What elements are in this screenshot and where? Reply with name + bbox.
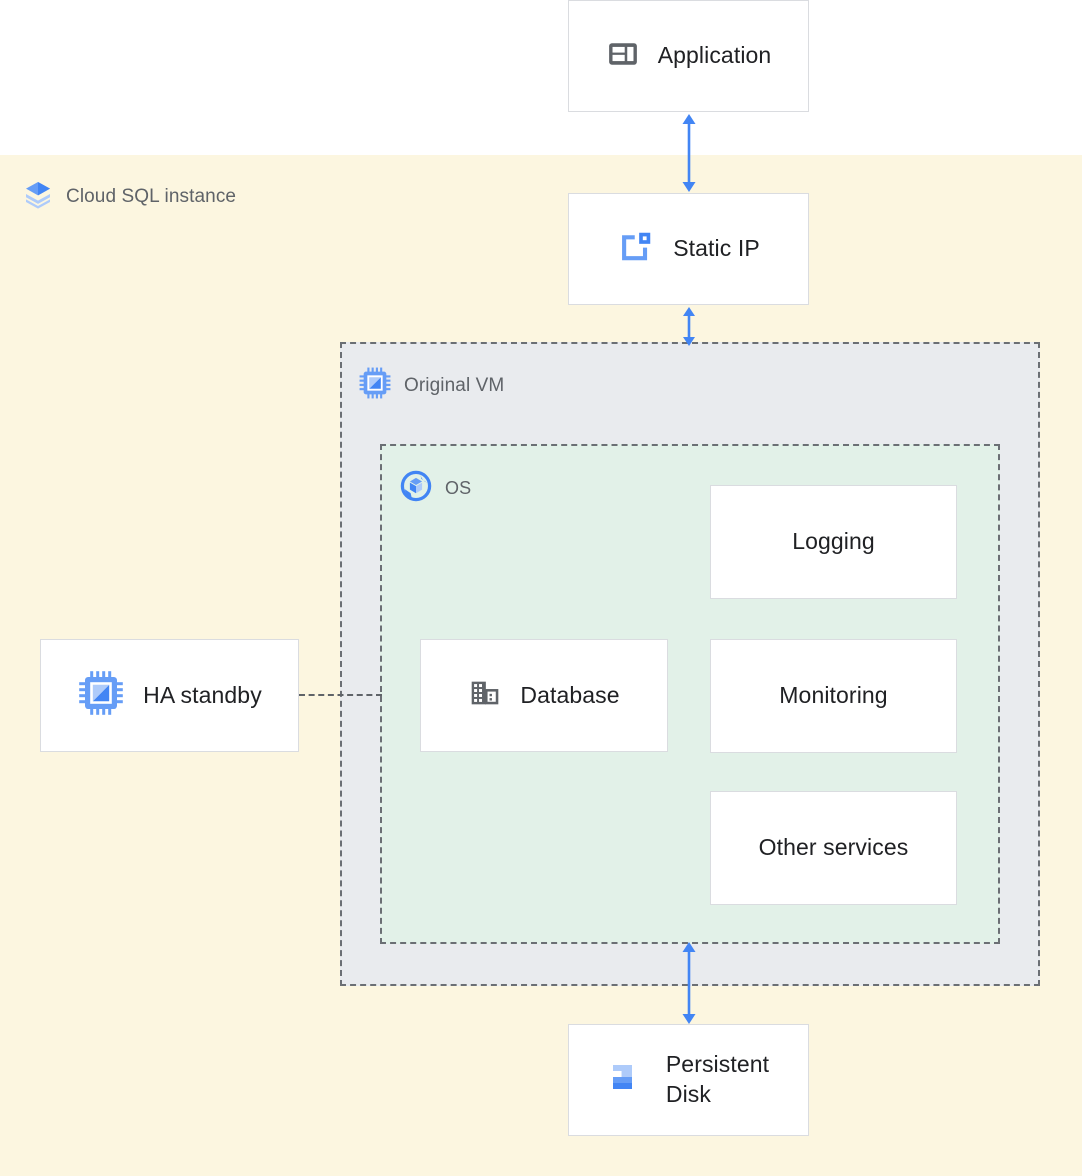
node-persistent-disk[interactable]: Persistent Disk — [568, 1024, 809, 1136]
node-ha-standby[interactable]: HA standby — [40, 639, 299, 752]
vm-chip-icon — [77, 669, 125, 722]
node-label-static-ip: Static IP — [673, 235, 760, 262]
region-title-cloud-sql-instance: Cloud SQL instance — [22, 178, 236, 215]
region-label-cloud-sql-instance: Cloud SQL instance — [66, 185, 237, 207]
region-label-original-vm: Original VM — [404, 374, 505, 396]
node-database[interactable]: Database — [420, 639, 668, 752]
node-monitoring[interactable]: Monitoring — [710, 639, 957, 753]
node-label-monitoring: Monitoring — [779, 682, 888, 709]
node-other-services[interactable]: Other services — [710, 791, 957, 905]
static-ip-icon — [617, 228, 655, 271]
node-application[interactable]: Application — [568, 0, 809, 112]
node-static-ip[interactable]: Static IP — [568, 193, 809, 305]
node-label-ha-standby: HA standby — [143, 681, 262, 708]
region-label-os: OS — [445, 478, 472, 498]
node-label-database: Database — [520, 681, 620, 708]
application-layout-icon — [606, 37, 640, 76]
connector-static-ip-to-original-vm — [683, 307, 695, 346]
node-label-logging: Logging — [792, 528, 875, 555]
persistent-disk-icon — [608, 1058, 648, 1103]
region-title-os: OS — [399, 469, 471, 508]
connector-application-to-static-ip — [682, 114, 696, 192]
region-title-original-vm: Original VM — [358, 366, 504, 405]
node-label-persistent-disk: Persistent Disk — [665, 1051, 770, 1107]
os-circle-icon — [399, 469, 433, 508]
node-label-application: Application — [657, 42, 772, 69]
connector-os-to-persistent-disk — [682, 942, 696, 1024]
node-logging[interactable]: Logging — [710, 485, 957, 599]
database-building-icon — [468, 676, 502, 715]
vm-chip-icon — [358, 366, 392, 405]
cloud-sql-layers-icon — [22, 178, 54, 215]
node-label-other-services: Other services — [758, 834, 909, 861]
connector-ha-standby-to-original-vm — [299, 694, 382, 696]
